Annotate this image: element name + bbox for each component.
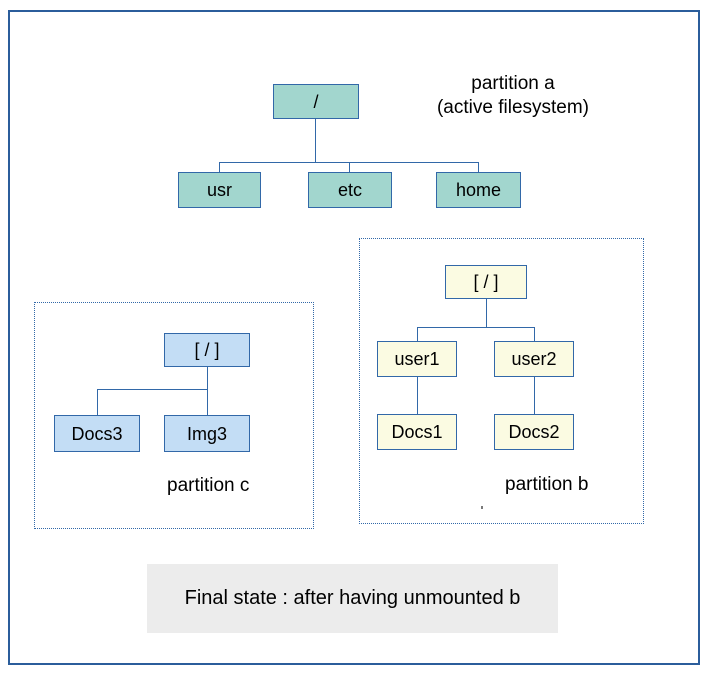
node-label: Docs2	[508, 422, 560, 442]
node-partition-c-docs3[interactable]: Docs3	[54, 415, 140, 452]
caption-panel: Final state : after having unmounted b	[147, 564, 558, 633]
partition-c-label: partition c	[167, 475, 250, 496]
connector-c-bus	[97, 389, 207, 390]
node-partition-b-user1[interactable]: user1	[377, 341, 457, 377]
partition-a-label-line2: (active filesystem)	[436, 96, 590, 118]
node-partition-b-user2[interactable]: user2	[494, 341, 574, 377]
partition-b-label: partition b	[505, 474, 589, 495]
connector-b-user1-to-docs1	[417, 377, 418, 414]
node-partition-b-docs1[interactable]: Docs1	[377, 414, 457, 450]
diagram-frame: partition a (active filesystem) / usr et…	[8, 10, 700, 665]
node-label: [ / ]	[473, 272, 499, 292]
connector-a-to-etc	[349, 162, 350, 172]
stray-mark	[481, 506, 483, 509]
connector-c-to-docs3	[97, 389, 98, 415]
node-label: usr	[206, 180, 232, 200]
connector-c-root-stem	[207, 367, 208, 415]
partition-c-container	[34, 302, 314, 529]
node-partition-c-root[interactable]: [ / ]	[164, 333, 250, 367]
connector-b-to-user1	[417, 327, 418, 341]
node-partition-b-docs2[interactable]: Docs2	[494, 414, 574, 450]
partition-b-container	[359, 238, 644, 524]
node-partition-a-home[interactable]: home	[436, 172, 521, 208]
connector-a-root-stem	[315, 119, 316, 162]
node-label: [ / ]	[194, 340, 220, 360]
connector-a-to-home	[478, 162, 479, 172]
connector-b-user2-to-docs2	[534, 377, 535, 414]
node-label: etc	[337, 180, 362, 200]
partition-a-label-line1: partition a	[471, 73, 555, 94]
connector-b-bus	[417, 327, 534, 328]
caption-text: Final state : after having unmounted b	[184, 587, 521, 609]
node-partition-a-root[interactable]: /	[273, 84, 359, 119]
node-label: user1	[394, 349, 440, 369]
connector-b-to-user2	[534, 327, 535, 341]
node-label: Docs3	[71, 423, 123, 444]
node-label: /	[313, 91, 319, 112]
connector-b-root-stem	[486, 299, 487, 327]
node-label: Img3	[186, 423, 228, 444]
node-label: Docs1	[391, 422, 443, 442]
node-partition-c-img3[interactable]: Img3	[164, 415, 250, 452]
partition-a-label: partition a (active filesystem)	[408, 72, 618, 120]
node-partition-a-etc[interactable]: etc	[308, 172, 392, 208]
node-label: user2	[511, 349, 557, 369]
node-partition-a-usr[interactable]: usr	[178, 172, 261, 208]
node-label: home	[455, 180, 502, 200]
node-partition-b-root[interactable]: [ / ]	[445, 265, 527, 299]
connector-a-to-usr	[219, 162, 220, 172]
